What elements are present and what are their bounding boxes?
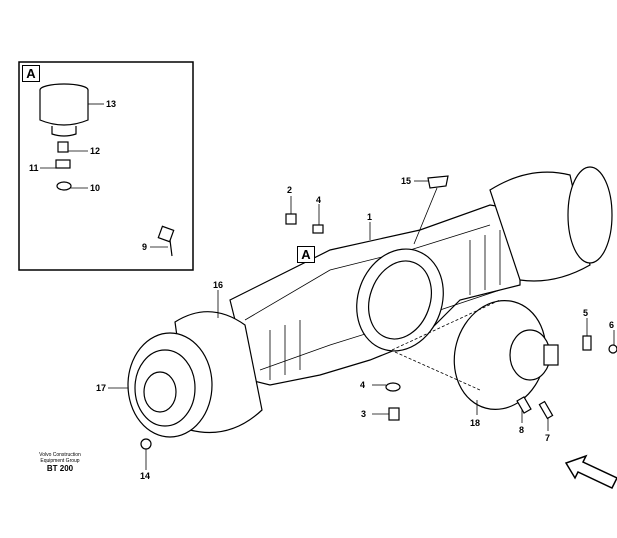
inset-label: A — [22, 65, 40, 82]
callout-7: 7 — [545, 433, 551, 443]
callout-3: 3 — [361, 409, 367, 419]
direction-arrow-icon — [564, 454, 617, 489]
differential-carrier — [453, 300, 559, 410]
footer-credit: Volvo Construction Equipment Group BT 20… — [30, 452, 90, 474]
footer-line-2: Equipment Group — [40, 458, 80, 464]
main-leaders — [108, 180, 615, 470]
callout-14: 14 — [140, 471, 151, 481]
callout-4-lower: 4 — [360, 380, 366, 390]
callout-16: 16 — [213, 280, 224, 290]
footer-code: BT 200 — [46, 464, 74, 473]
axle-housing — [229, 204, 521, 386]
main-callout-label: A — [297, 246, 315, 263]
callout-6: 6 — [609, 320, 615, 330]
callout-8: 8 — [519, 425, 525, 435]
callout-18: 18 — [470, 418, 481, 428]
callout-13: 13 — [106, 99, 117, 109]
breather-filter — [39, 83, 89, 137]
callout-15: 15 — [401, 176, 412, 186]
breather-hose — [57, 189, 175, 257]
callout-9: 9 — [142, 242, 148, 252]
footer-line-1: Volvo Construction — [39, 452, 81, 458]
callout-17: 17 — [96, 383, 107, 393]
inset-leaders — [40, 103, 168, 248]
callout-11: 11 — [29, 163, 39, 173]
callout-12: 12 — [90, 146, 101, 156]
right-wheel-hub — [489, 166, 613, 282]
callout-5: 5 — [583, 308, 589, 318]
callout-10: 10 — [90, 183, 101, 193]
callout-4-upper: 4 — [316, 195, 322, 205]
inset-fittings — [55, 141, 72, 191]
callout-2: 2 — [287, 185, 293, 195]
left-wheel-hub — [127, 311, 263, 438]
callout-1: 1 — [367, 212, 373, 222]
